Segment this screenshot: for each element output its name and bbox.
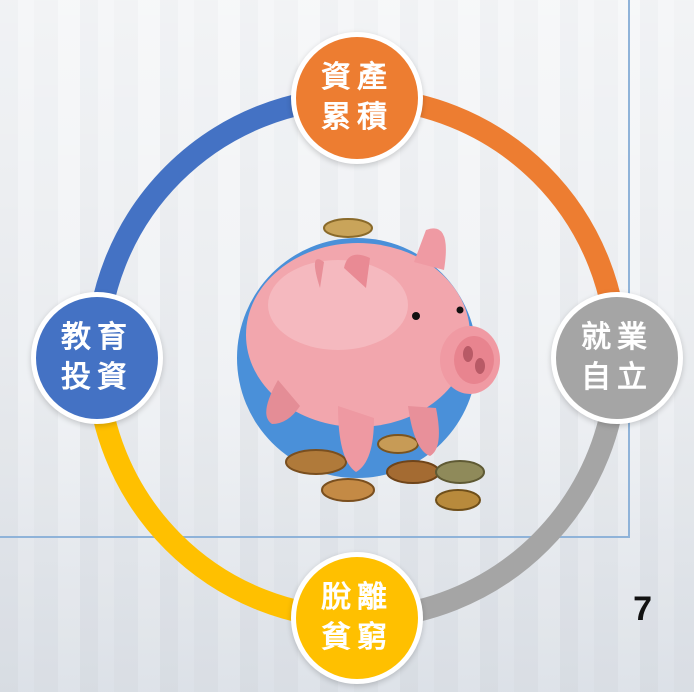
node-escape-poverty: 脫離 貧窮 bbox=[291, 552, 423, 684]
slide-frame-border bbox=[0, 0, 630, 538]
node-education-line1: 教育 bbox=[61, 320, 133, 355]
node-employment-line2: 自立 bbox=[581, 360, 653, 395]
node-poverty-line2: 貧窮 bbox=[321, 620, 393, 655]
node-employment-independence: 就業 自立 bbox=[551, 292, 683, 424]
page-number: 7 bbox=[633, 590, 652, 628]
coin-stack-icon bbox=[285, 434, 485, 511]
piggy-bank-image bbox=[238, 210, 500, 520]
node-asset-line1: 資產 bbox=[321, 60, 393, 95]
node-employment-line1: 就業 bbox=[581, 320, 653, 355]
node-education-line2: 投資 bbox=[61, 360, 133, 395]
node-asset-accumulation: 資產 累積 bbox=[291, 32, 423, 164]
node-asset-line2: 累積 bbox=[321, 100, 393, 135]
node-education-investment: 教育 投資 bbox=[31, 292, 163, 424]
node-poverty-line1: 脫離 bbox=[321, 580, 393, 615]
